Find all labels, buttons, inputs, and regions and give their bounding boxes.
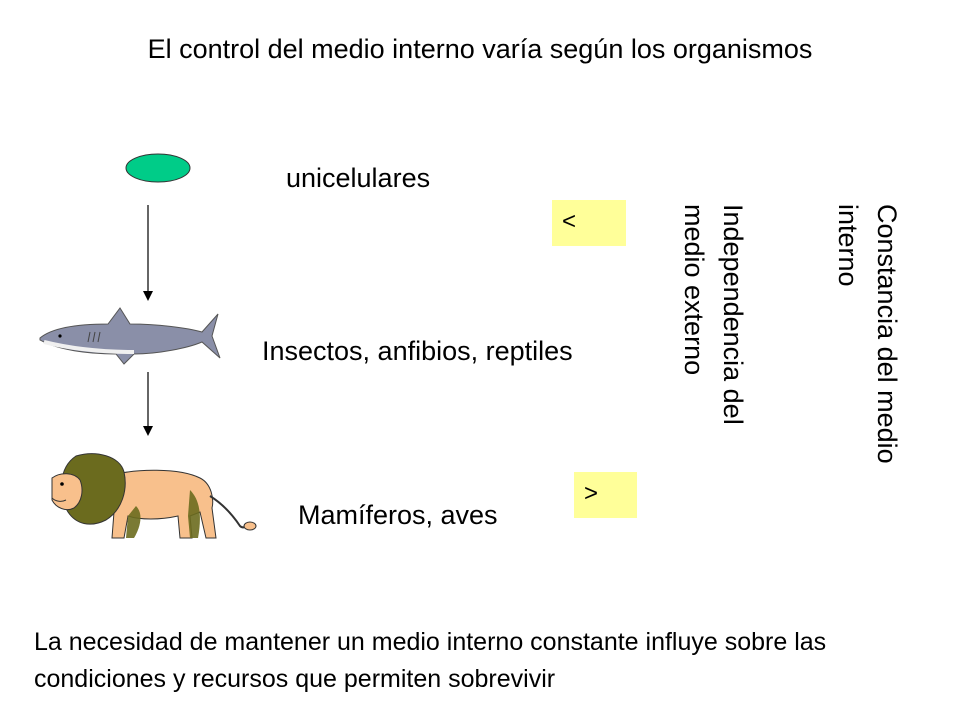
conclusion-text: La necesidad de mantener un medio intern… [34,628,827,693]
arrow-down-icon [143,205,153,301]
constancy-axis-label: Constancia del medio interno [833,204,902,464]
independence-axis-label: Independencia del medio externo [679,204,748,425]
level-label-unicellular: unicelulares [286,163,431,193]
cell-icon [125,153,191,183]
less-than-box: < [552,200,626,246]
level-label-mammals-birds: Mamíferos, aves [298,500,498,530]
greater-than-box: > [574,472,637,518]
arrow-down-icon [143,372,153,436]
shark-icon [39,307,221,365]
lion-icon [51,453,257,539]
page-title: El control del medio interno varía según… [147,34,813,64]
level-label-insects-amphibians-reptiles: Insectos, anfibios, reptiles [262,336,573,366]
